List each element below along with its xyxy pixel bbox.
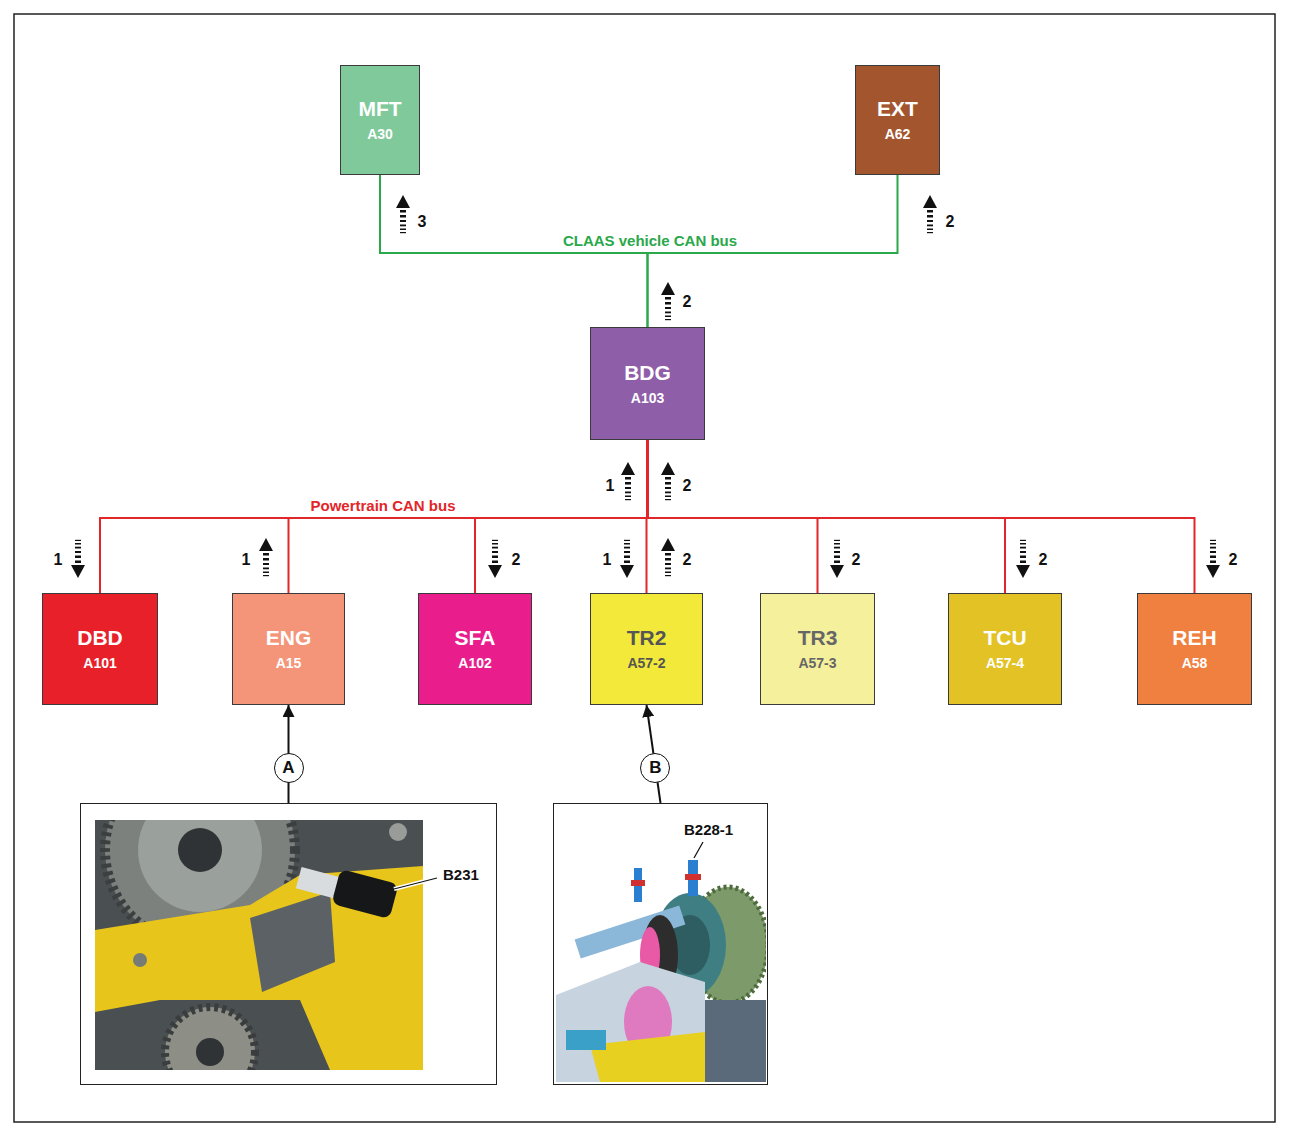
bus-label: CLAAS vehicle CAN bus: [560, 232, 740, 249]
callout-number: 2: [946, 213, 955, 231]
leader-line: [394, 878, 437, 889]
flow-arrow: [259, 538, 273, 576]
control-unit-box: EXTA62: [855, 65, 940, 175]
powertrain-can-bus-line: [648, 440, 818, 593]
control-unit-box: BDGA103: [590, 327, 705, 440]
powertrain-can-bus-line: [648, 440, 1006, 593]
control-unit-box: MFTA30: [340, 65, 420, 175]
part-label: B231: [441, 866, 481, 883]
unit-name: REH: [1172, 625, 1216, 651]
flow-arrow: [396, 195, 410, 233]
part-label: B228-1: [682, 821, 735, 838]
powertrain-can-bus-line: [100, 440, 648, 593]
unit-name: SFA: [455, 625, 496, 651]
leader-line: [694, 842, 703, 858]
powertrain-can-bus-line: [475, 440, 648, 593]
control-unit-box: SFAA102: [418, 593, 532, 705]
unit-name: TR3: [798, 625, 838, 651]
callout-number: 2: [512, 551, 521, 569]
unit-code: A57-3: [798, 653, 836, 673]
engine-photo: [95, 820, 423, 1070]
callout-number: 1: [54, 551, 63, 569]
unit-code: A103: [631, 388, 664, 408]
flow-arrow: [923, 195, 937, 233]
callout-number: 1: [242, 551, 251, 569]
vehicle-can-bus-line: [648, 175, 898, 327]
unit-code: A57-2: [627, 653, 665, 673]
powertrain-can-bus-line: [648, 440, 1195, 593]
flow-arrow: [71, 540, 85, 578]
flow-arrow: [830, 540, 844, 578]
bus-label: Powertrain CAN bus: [307, 497, 458, 514]
page-frame: [14, 14, 1275, 1122]
flow-arrow: [488, 540, 502, 578]
control-unit-box: TR3A57-3: [760, 593, 875, 705]
flow-arrow: [661, 462, 675, 500]
callout-number: 2: [852, 551, 861, 569]
control-unit-box: ENGA15: [232, 593, 345, 705]
callout-number: 2: [683, 293, 692, 311]
control-unit-box: TCUA57-4: [948, 593, 1062, 705]
callout-number: 1: [606, 477, 615, 495]
illustration-frame: B228-1: [553, 803, 768, 1085]
callout-number: 2: [683, 477, 692, 495]
unit-name: BDG: [624, 360, 671, 386]
callout-number: 2: [1229, 551, 1238, 569]
powertrain-can-bus-line: [289, 440, 648, 593]
callout-number: 3: [418, 213, 427, 231]
flow-arrow: [621, 462, 635, 500]
flow-arrow: [1016, 540, 1030, 578]
unit-name: ENG: [266, 625, 312, 651]
unit-name: TR2: [627, 625, 667, 651]
flow-arrow: [661, 282, 675, 320]
unit-code: A15: [276, 653, 302, 673]
circled-letter: B: [640, 753, 670, 783]
vehicle-can-bus-line: [380, 175, 648, 327]
unit-name: DBD: [77, 625, 123, 651]
callout-number: 2: [1039, 551, 1048, 569]
flow-arrow: [620, 540, 634, 578]
circled-letter: A: [274, 753, 304, 783]
callout-number: 1: [603, 551, 612, 569]
control-unit-box: TR2A57-2: [590, 593, 703, 705]
unit-name: TCU: [983, 625, 1026, 651]
unit-code: A62: [885, 124, 911, 144]
unit-name: EXT: [877, 96, 918, 122]
illustration-frame: B231: [80, 803, 497, 1085]
unit-name: MFT: [358, 96, 401, 122]
control-unit-box: DBDA101: [42, 593, 158, 705]
unit-code: A57-4: [986, 653, 1024, 673]
unit-code: A30: [367, 124, 393, 144]
flow-arrow: [661, 538, 675, 576]
gearbox-cad: [556, 860, 766, 1082]
flow-arrow: [1206, 540, 1220, 578]
unit-code: A58: [1182, 653, 1208, 673]
control-unit-box: REHA58: [1137, 593, 1252, 705]
leader-line: [394, 878, 437, 889]
unit-code: A102: [458, 653, 491, 673]
unit-code: A101: [83, 653, 116, 673]
callout-number: 2: [683, 551, 692, 569]
